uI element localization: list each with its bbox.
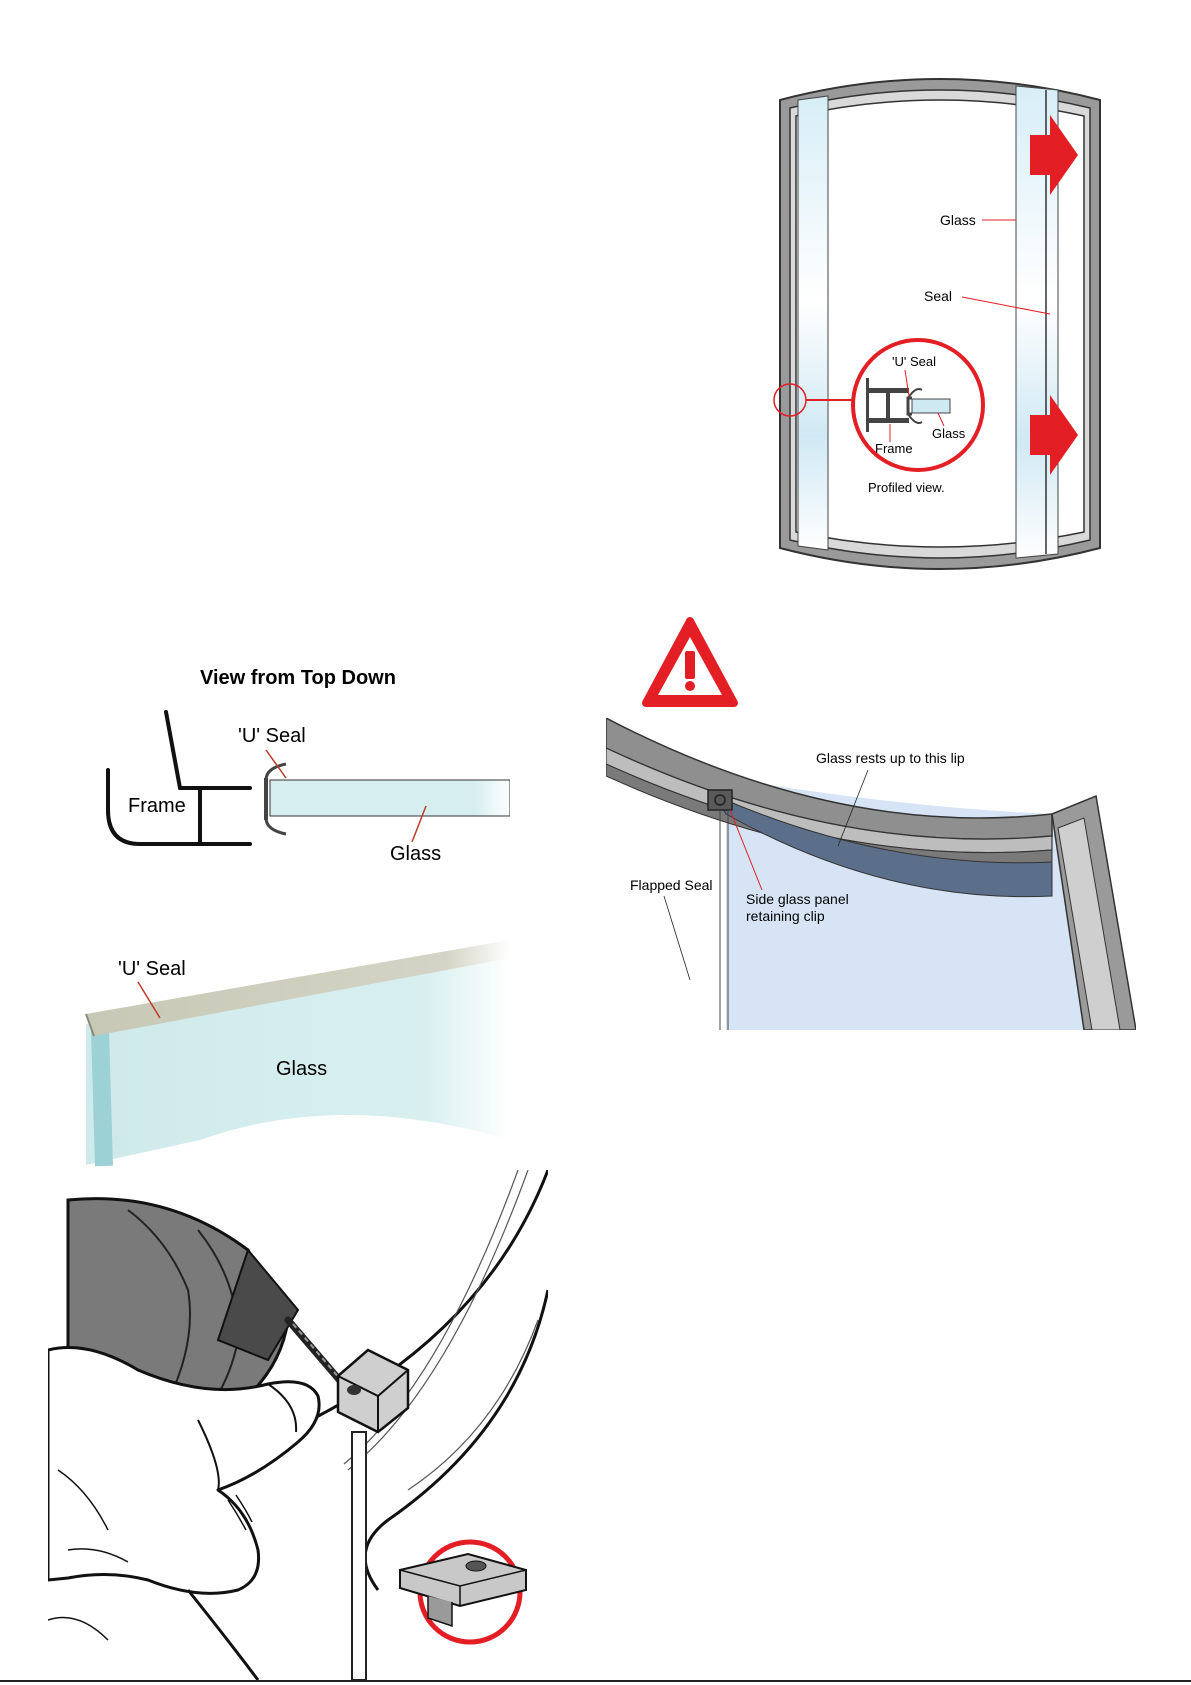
flapped-seal-label: Flapped Seal [630,877,713,893]
retaining-clip-icon [708,790,732,810]
profiled-view-caption: Profiled view. [868,480,945,495]
retaining-clip-icon [400,1554,526,1626]
u-seal-label: 'U' Seal [238,725,306,747]
seal-label: Seal [924,288,952,304]
top-down-diagram: View from Top Down Frame 'U' Seal Glass [90,660,510,880]
u-seal-label: 'U' Seal [118,958,186,980]
top-down-title: View from Top Down [200,667,396,689]
lip-label: Glass rests up to this lip [816,750,965,766]
inset-glass-label: Glass [932,426,966,441]
frame-label: Frame [128,795,186,817]
shower-enclosure-diagram: Glass Seal 'U' Seal Frame Glass Profiled… [760,70,1120,590]
u-seal-label: 'U' Seal [892,354,936,369]
frame-profile [108,712,250,844]
drill-illustration [48,1170,548,1680]
glass-label: Glass [940,212,976,228]
frame-closeup-diagram: Glass rests up to this lip Flapped Seal … [606,718,1136,1030]
clip-label-line2: retaining clip [746,908,825,924]
glass-label: Glass [276,1058,327,1080]
glass-label: Glass [390,843,441,865]
warning-triangle-icon [640,615,740,711]
clip-label-line1: Side glass panel [746,891,849,907]
page-bottom-rule [0,1680,1191,1682]
seal-closeup-diagram: 'U' Seal Glass [80,940,510,1170]
frame-label: Frame [875,441,913,456]
